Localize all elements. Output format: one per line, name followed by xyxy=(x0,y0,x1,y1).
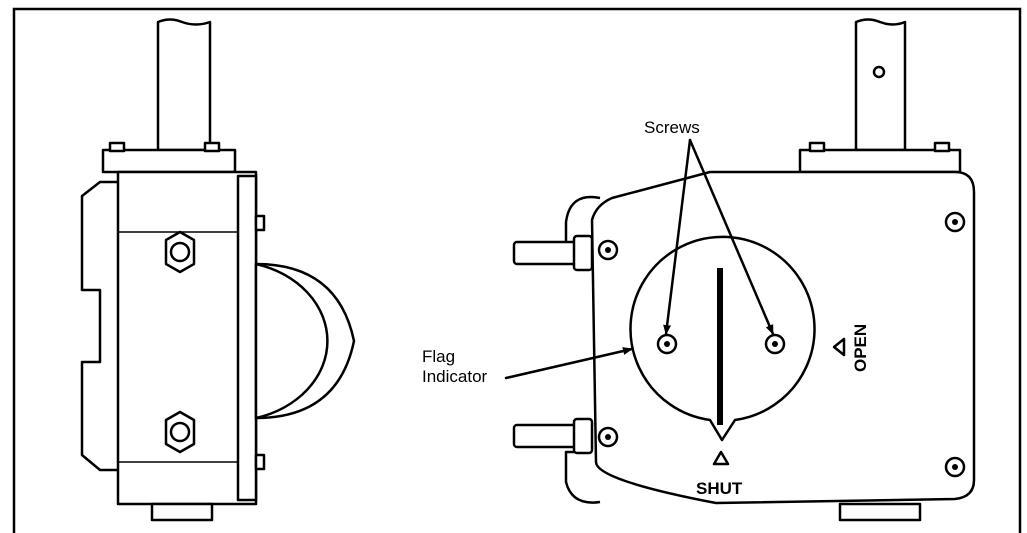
callouts: Screws Flag Indicator OPEN SHUT xyxy=(422,118,870,498)
side-view-tab-1 xyxy=(254,214,266,232)
screws-label: Screws xyxy=(644,118,700,137)
front-view-flange-bolt-right xyxy=(933,141,951,153)
side-view-body xyxy=(116,170,258,506)
screws-leader-left xyxy=(663,138,692,336)
front-view-stem xyxy=(854,18,907,152)
open-label: OPEN xyxy=(851,324,870,372)
flag-indicator-leader xyxy=(504,347,634,380)
figure-frame xyxy=(12,7,1022,533)
side-view-right-plate xyxy=(236,174,258,502)
side-view-bottom-foot xyxy=(150,502,214,522)
front-view-corner-screw-tl xyxy=(597,239,619,261)
front-view-pin-top-collar xyxy=(572,234,594,272)
side-view xyxy=(80,18,356,522)
side-view-left-bracket xyxy=(80,180,118,472)
front-view-pin-bottom xyxy=(512,423,578,449)
side-view-hex-nut-top xyxy=(164,230,196,274)
side-view-stem xyxy=(156,18,212,152)
front-view-back-lobe-bottom xyxy=(564,450,601,504)
open-marker-triangle xyxy=(832,337,846,357)
front-view-corner-screw-tr xyxy=(944,211,966,233)
side-view-hex-nut-bottom xyxy=(164,410,196,454)
side-view-indicator-dome xyxy=(254,262,329,420)
flag-label-line2: Indicator xyxy=(422,367,488,386)
front-view-pin-bottom-collar xyxy=(572,417,594,455)
front-view xyxy=(512,18,976,522)
side-view-flange-bolt-left xyxy=(108,141,126,153)
shut-marker-triangle xyxy=(712,450,730,466)
front-view-stem-pin-hole xyxy=(872,65,886,79)
screws-leader-right xyxy=(688,138,775,336)
shut-label: SHUT xyxy=(696,479,743,498)
flag-label-line1: Flag xyxy=(422,347,455,366)
flag-screw-right xyxy=(764,333,786,355)
side-view-top-flange xyxy=(101,148,237,174)
front-view-flange-bolt-left xyxy=(808,141,826,153)
front-view-bottom-foot xyxy=(838,502,922,522)
side-view-flange-bolt-right xyxy=(203,141,221,153)
side-view-dome-outline xyxy=(254,262,356,420)
front-view-corner-screw-br xyxy=(944,456,966,478)
front-view-top-flange xyxy=(798,148,962,174)
front-view-corner-screw-bl xyxy=(597,426,619,448)
front-view-pin-top xyxy=(512,240,578,266)
flag-screw-left xyxy=(656,333,678,355)
side-view-tab-2 xyxy=(254,453,266,471)
